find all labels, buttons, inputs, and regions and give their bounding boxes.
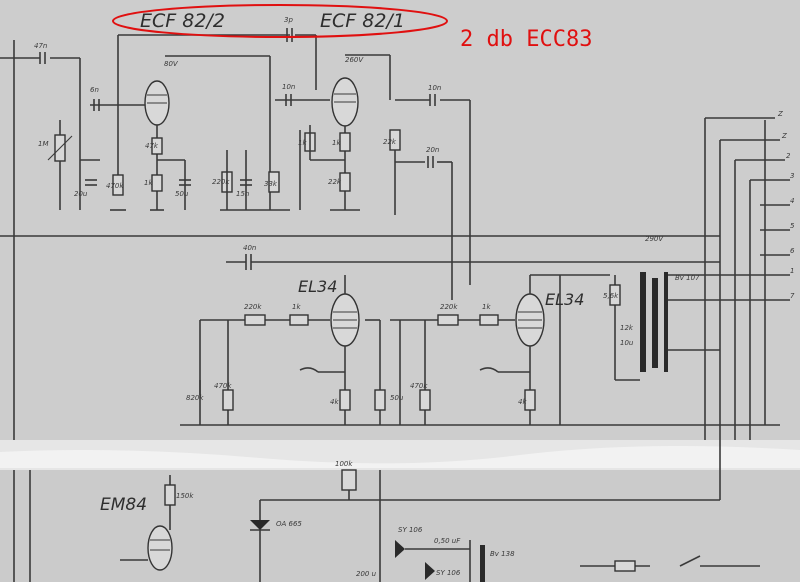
svg-text:150k: 150k: [176, 492, 194, 500]
svg-text:SY 106: SY 106: [398, 526, 423, 534]
svg-text:1k: 1k: [292, 303, 301, 311]
svg-text:10n: 10n: [282, 83, 295, 91]
output-transformer: [640, 272, 646, 372]
svg-text:100k: 100k: [335, 460, 353, 468]
svg-text:22k: 22k: [383, 138, 397, 146]
svg-text:20u: 20u: [74, 190, 88, 198]
svg-text:33k: 33k: [264, 180, 278, 188]
annotation-text: 2 db ECC83: [460, 27, 592, 52]
svg-text:OA 665: OA 665: [276, 520, 302, 528]
svg-text:3p: 3p: [284, 16, 293, 24]
svg-text:1: 1: [790, 267, 794, 275]
svg-text:50u: 50u: [390, 394, 404, 402]
svg-text:4k: 4k: [518, 398, 527, 406]
svg-text:4: 4: [790, 197, 794, 205]
svg-text:220k: 220k: [440, 303, 458, 311]
label-el34-right: EL34: [545, 290, 584, 309]
svg-text:47n: 47n: [34, 42, 47, 50]
svg-text:Z: Z: [777, 110, 783, 118]
svg-text:1k: 1k: [298, 139, 307, 147]
svg-text:290V: 290V: [645, 235, 664, 243]
tube-em84: [147, 525, 173, 571]
svg-text:Z: Z: [781, 132, 787, 140]
svg-text:22k: 22k: [328, 178, 342, 186]
svg-text:0,50 uF: 0,50 uF: [434, 537, 461, 545]
svg-text:3: 3: [790, 172, 794, 180]
svg-text:12k: 12k: [620, 324, 634, 332]
svg-text:15n: 15n: [236, 190, 249, 198]
svg-text:10u: 10u: [620, 339, 634, 347]
svg-text:Bv 138: Bv 138: [490, 550, 515, 558]
svg-text:1k: 1k: [332, 139, 341, 147]
svg-text:80V: 80V: [164, 60, 179, 68]
svg-text:470k: 470k: [106, 182, 124, 190]
svg-text:2: 2: [786, 152, 791, 160]
svg-text:20n: 20n: [426, 146, 439, 154]
svg-text:4k: 4k: [330, 398, 339, 406]
svg-text:220k: 220k: [244, 303, 262, 311]
svg-text:6: 6: [790, 247, 795, 255]
diode-oa665: [250, 520, 270, 530]
svg-text:820k: 820k: [186, 394, 204, 402]
svg-text:470k: 470k: [410, 382, 428, 390]
svg-text:1k: 1k: [144, 179, 153, 187]
label-ecf82-2: ECF 82/2: [140, 10, 225, 32]
diode-sy106-b: [425, 562, 435, 580]
svg-text:470k: 470k: [214, 382, 232, 390]
svg-text:Bv 107: Bv 107: [675, 274, 700, 282]
svg-text:1M: 1M: [38, 140, 49, 148]
svg-text:5,6k: 5,6k: [603, 292, 619, 300]
svg-text:220k: 220k: [212, 178, 230, 186]
svg-text:7: 7: [790, 292, 795, 300]
terminal-labels: Z Z 2 3 4 5 6 1 7: [777, 110, 795, 300]
svg-text:1k: 1k: [482, 303, 491, 311]
svg-text:47k: 47k: [145, 142, 159, 150]
transformer-bv138: [480, 545, 485, 582]
diode-sy106-a: [395, 540, 405, 558]
svg-text:6n: 6n: [90, 86, 99, 94]
label-el34-left: EL34: [298, 277, 337, 296]
trim-pot-100k: [341, 469, 357, 491]
svg-text:10n: 10n: [428, 84, 441, 92]
svg-text:5: 5: [790, 222, 795, 230]
highlight-ellipse: [112, 4, 448, 38]
label-ecf82-1: ECF 82/1: [320, 10, 405, 32]
label-em84: EM84: [100, 495, 147, 515]
svg-text:50u: 50u: [175, 190, 189, 198]
svg-text:SY 106: SY 106: [436, 569, 461, 577]
svg-text:200 u: 200 u: [356, 570, 377, 578]
svg-text:40n: 40n: [243, 244, 256, 252]
svg-text:260V: 260V: [345, 56, 364, 64]
